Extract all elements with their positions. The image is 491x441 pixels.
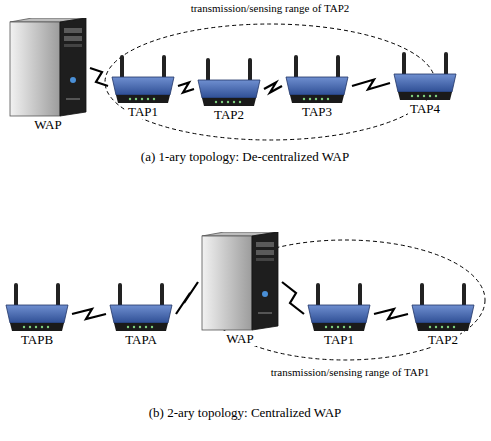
device-picture	[112, 55, 174, 103]
tap-router: TAPB	[4, 283, 70, 347]
device-picture	[412, 283, 474, 331]
device-label-row: TAP1	[306, 333, 372, 347]
device-label: WAP	[32, 117, 63, 132]
subfigure-caption: (b) 2-ary topology: Centralized WAP	[147, 406, 344, 421]
tap-router: TAP4	[392, 52, 458, 116]
range-label: transmission/sensing range of TAP1	[269, 366, 432, 379]
tap-router: TAPA	[108, 283, 174, 347]
tap-router: TAP3	[284, 55, 350, 119]
range-label: transmission/sensing range of TAP2	[189, 2, 352, 15]
router-icon	[410, 283, 476, 333]
device-picture	[394, 52, 456, 100]
device-label-row: TAPA	[108, 333, 174, 347]
device-label-row: WAP	[200, 332, 280, 346]
device-label-row: TAP4	[392, 102, 458, 116]
device-label-row: TAP2	[196, 108, 262, 122]
router-icon	[306, 283, 372, 333]
device-label-row: TAP2	[410, 333, 476, 347]
device-picture	[110, 283, 172, 331]
router-icon	[196, 58, 262, 108]
wireless-link	[90, 68, 108, 86]
device-label-row: TAPB	[4, 333, 70, 347]
device-label: TAP3	[300, 104, 334, 119]
device-label-row: TAP1	[110, 105, 176, 119]
device-picture	[308, 283, 370, 331]
device-picture	[10, 18, 86, 116]
device-label: WAP	[224, 331, 255, 346]
wireless-link	[282, 282, 304, 314]
wap-computer: WAP	[8, 18, 88, 132]
wireless-link	[352, 80, 390, 90]
wireless-link	[72, 309, 106, 319]
router-icon	[4, 283, 70, 333]
range-ellipse	[105, 24, 435, 140]
device-picture	[6, 283, 68, 331]
tap-router: TAP1	[110, 55, 176, 119]
device-label: TAP1	[322, 332, 356, 347]
device-label: TAPA	[123, 332, 159, 347]
wireless-link	[178, 83, 194, 93]
device-label: TAP2	[426, 332, 460, 347]
router-icon	[108, 283, 174, 333]
wireless-link	[374, 309, 408, 319]
device-label: TAP4	[408, 101, 442, 116]
tap-router: TAP2	[196, 58, 262, 122]
device-label-row: WAP	[8, 118, 88, 132]
device-label-row: TAP3	[284, 105, 350, 119]
wireless-link	[264, 83, 282, 93]
device-label: TAP2	[212, 107, 246, 122]
router-icon	[284, 55, 350, 105]
device-picture	[198, 58, 260, 106]
router-icon	[110, 55, 176, 105]
subfigure-caption: (a) 1-ary topology: De-centralized WAP	[139, 150, 351, 165]
computer-icon	[200, 232, 280, 332]
device-label: TAPB	[19, 332, 55, 347]
device-picture	[286, 55, 348, 103]
tap-router: TAP2	[410, 283, 476, 347]
router-icon	[392, 52, 458, 102]
device-label: TAP1	[126, 104, 160, 119]
computer-icon	[8, 18, 88, 118]
device-picture	[202, 232, 278, 330]
wap-computer: WAP	[200, 232, 280, 346]
wireless-link	[176, 282, 198, 314]
tap-router: TAP1	[306, 283, 372, 347]
